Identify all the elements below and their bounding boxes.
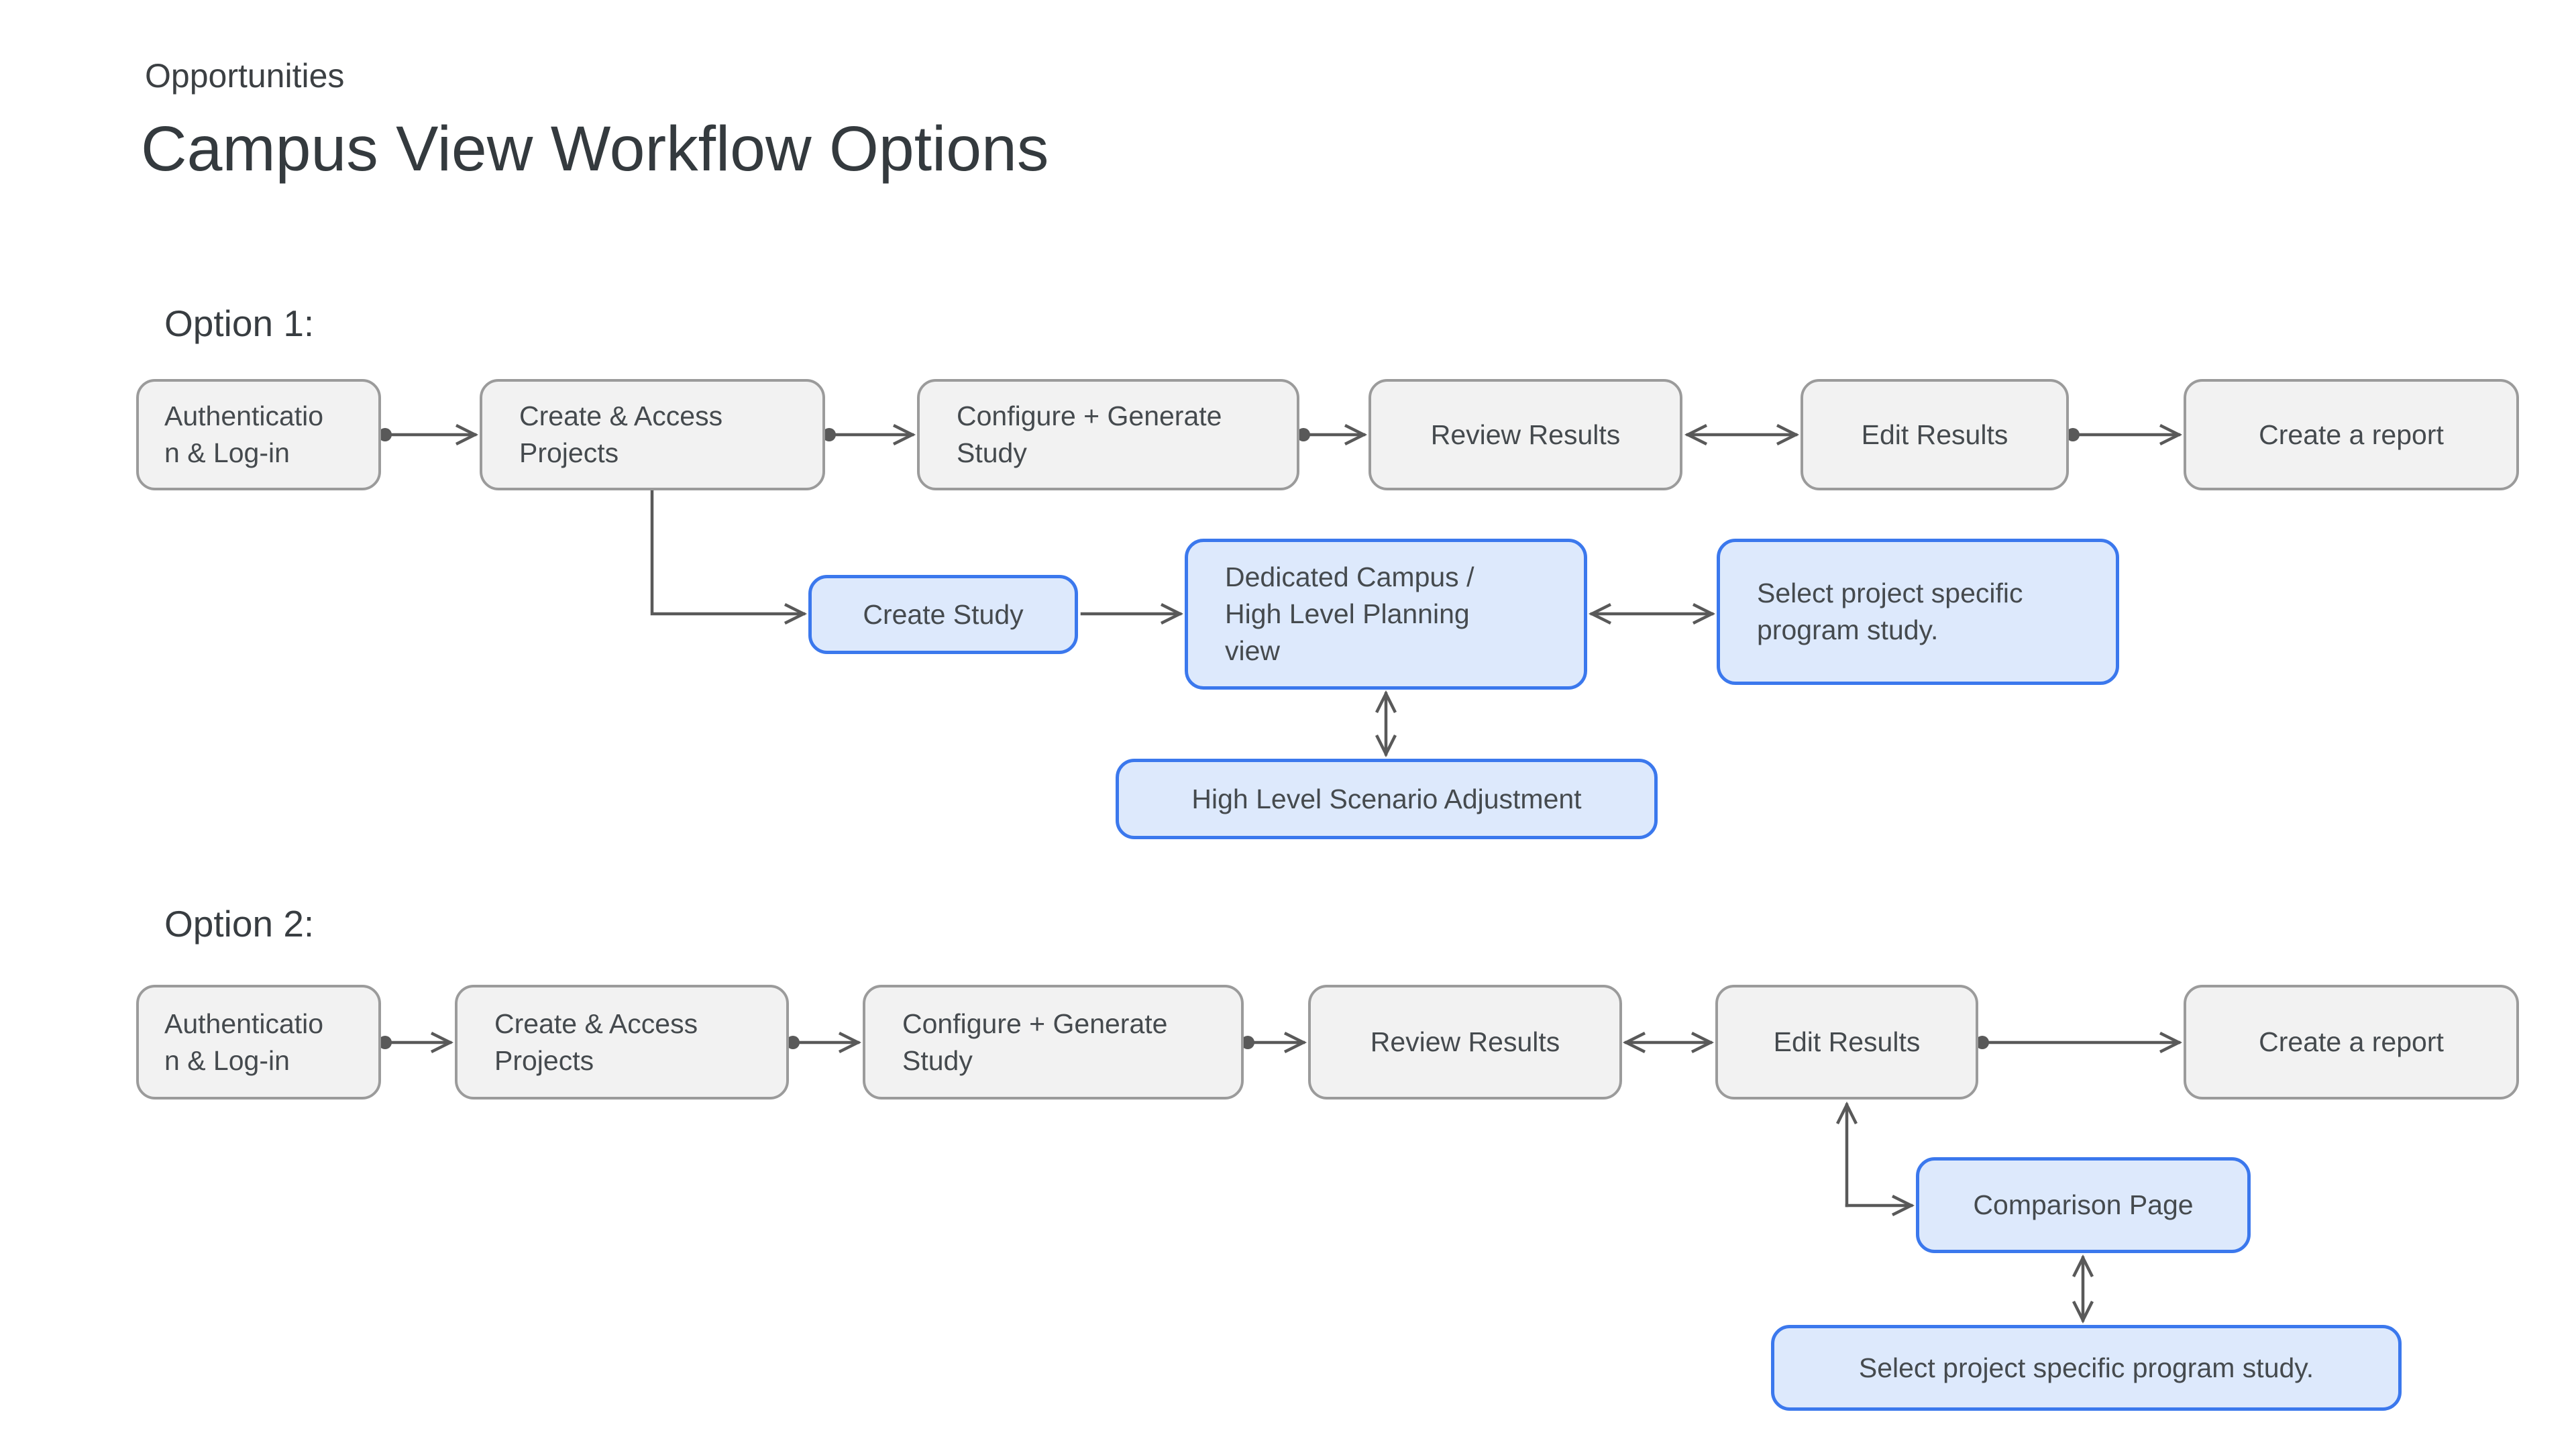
- node-label: Comparison Page: [1973, 1189, 2194, 1220]
- node-o2-select-program-study[interactable]: Select project specific program study.: [1771, 1325, 2402, 1411]
- node-o1-review-results[interactable]: Review Results: [1368, 379, 1682, 490]
- node-o2-authentication[interactable]: Authenticatio n & Log-in: [136, 985, 381, 1099]
- node-o1-scenario-adjustment[interactable]: High Level Scenario Adjustment: [1116, 759, 1658, 839]
- connector-o1-projects-to-create-study: [650, 488, 808, 625]
- node-o1-edit-results[interactable]: Edit Results: [1801, 379, 2069, 490]
- node-label: Create a report: [2259, 419, 2444, 450]
- node-o2-review-results[interactable]: Review Results: [1308, 985, 1622, 1099]
- option2-heading: Option 2:: [164, 903, 315, 945]
- node-o1-dedicated-campus-view[interactable]: Dedicated Campus / High Level Planning v…: [1185, 539, 1587, 690]
- node-o1-create-study[interactable]: Create Study: [808, 575, 1078, 654]
- node-label: Configure + Generate Study: [902, 1008, 1168, 1076]
- option1-heading: Option 1:: [164, 303, 315, 344]
- node-label: Review Results: [1370, 1026, 1560, 1057]
- node-label: Edit Results: [1861, 419, 2008, 450]
- node-label: Create a report: [2259, 1026, 2444, 1057]
- node-label: Authenticatio n & Log-in: [164, 1008, 324, 1076]
- page-title: Campus View Workflow Options: [141, 113, 1049, 184]
- node-label: Create Study: [863, 598, 1024, 630]
- node-o2-configure-generate-study[interactable]: Configure + Generate Study: [863, 985, 1244, 1099]
- node-label: Create & Access Projects: [494, 1008, 698, 1076]
- node-o2-comparison-page[interactable]: Comparison Page: [1916, 1157, 2251, 1253]
- node-o2-edit-results[interactable]: Edit Results: [1715, 985, 1978, 1099]
- node-o2-create-access-projects[interactable]: Create & Access Projects: [455, 985, 789, 1099]
- node-o1-create-access-projects[interactable]: Create & Access Projects: [480, 379, 825, 490]
- node-label: Select project specific program study.: [1757, 578, 2023, 645]
- node-o1-create-report[interactable]: Create a report: [2184, 379, 2519, 490]
- node-label: Select project specific program study.: [1858, 1352, 2314, 1383]
- node-label: Review Results: [1430, 419, 1621, 450]
- node-label: Authenticatio n & Log-in: [164, 400, 324, 468]
- node-label: High Level Scenario Adjustment: [1191, 783, 1582, 814]
- node-o1-authentication[interactable]: Authenticatio n & Log-in: [136, 379, 381, 490]
- node-label: Configure + Generate Study: [957, 400, 1222, 468]
- node-label: Dedicated Campus / High Level Planning v…: [1225, 561, 1474, 666]
- node-label: Edit Results: [1773, 1026, 1921, 1057]
- node-o1-select-program-study[interactable]: Select project specific program study.: [1717, 539, 2119, 685]
- node-o1-configure-generate-study[interactable]: Configure + Generate Study: [917, 379, 1299, 490]
- page-kicker: Opportunities: [145, 57, 345, 95]
- node-label: Create & Access Projects: [519, 400, 723, 468]
- node-o2-create-report[interactable]: Create a report: [2184, 985, 2519, 1099]
